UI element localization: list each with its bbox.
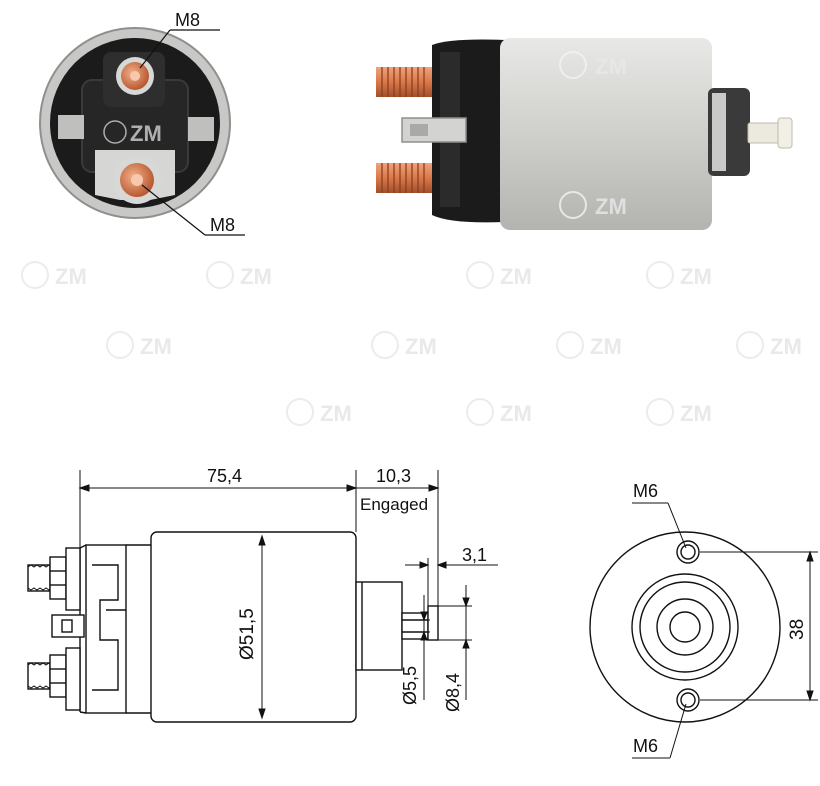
dimensions-side <box>78 470 498 720</box>
watermark-text: ZM <box>680 401 712 426</box>
stud-bottom <box>113 156 161 204</box>
callout-m6-bottom: M6 <box>633 736 658 756</box>
dim-hole-spacing: 38 <box>787 619 808 640</box>
drawing-side-view <box>27 531 439 723</box>
dim-plunger-gap: 3,1 <box>462 545 487 565</box>
callout-m8-bottom: M8 <box>210 215 235 235</box>
watermark-text: ZM <box>320 401 352 426</box>
watermark-text: ZM <box>405 334 437 359</box>
watermark-layer: ZM ZM ZM ZM ZM ZM ZM ZM ZM ZM ZM <box>21 261 802 426</box>
watermark-text: ZM <box>240 264 272 289</box>
photo-front-view: ZM M8 M8 <box>39 10 245 236</box>
dimensions-front <box>632 502 818 759</box>
callout-m6-top: M6 <box>633 481 658 501</box>
watermark-text: ZM <box>680 264 712 289</box>
solenoid-body <box>500 38 712 230</box>
dim-plunger-outer-diameter: Ø8,4 <box>443 673 463 712</box>
watermark-text: ZM <box>55 264 87 289</box>
dim-stroke-note: Engaged <box>360 495 428 514</box>
callout-m8-top: M8 <box>175 10 200 30</box>
watermark-text: ZM <box>595 54 627 79</box>
dim-plunger-inner-diameter: Ø5,5 <box>400 666 420 705</box>
drawing-front-view <box>589 531 781 723</box>
dim-body-length: 75,4 <box>207 466 242 486</box>
dim-stroke: 10,3 <box>376 466 411 486</box>
watermark-text: ZM <box>130 121 162 146</box>
photo-side-view: ZM ZM <box>376 38 793 230</box>
stud-top <box>116 57 154 95</box>
watermark-text: ZM <box>500 264 532 289</box>
dim-body-diameter: Ø51,5 <box>237 608 258 660</box>
watermark-text: ZM <box>595 194 627 219</box>
spade-terminal <box>401 117 467 143</box>
watermark-text: ZM <box>590 334 622 359</box>
watermark-text: ZM <box>770 334 802 359</box>
watermark-text: ZM <box>140 334 172 359</box>
watermark-text: ZM <box>500 401 532 426</box>
